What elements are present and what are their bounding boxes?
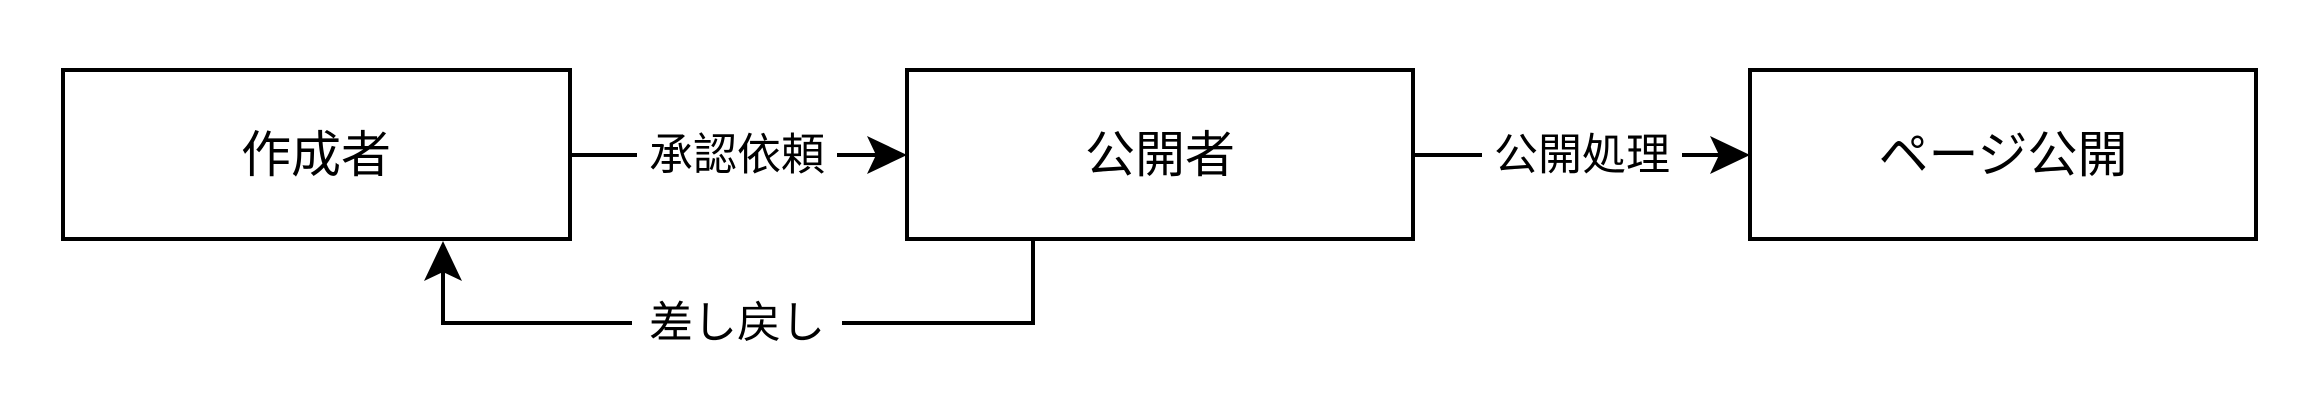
edge-send-back-label: 差し戻し [649,298,825,349]
edge-approval-request: 承認依頼 [570,128,907,184]
edge-approval-request-label-bg [637,128,837,184]
node-page-publish: ページ公開 [1748,68,2258,241]
edge-publish-process-label-bg [1482,128,1682,184]
node-author-label: 作成者 [241,126,391,184]
arrowhead-icon [1710,136,1750,174]
node-author: 作成者 [61,68,572,241]
edge-approval-request-label: 承認依頼 [649,130,825,181]
node-publisher-label: 公開者 [1085,126,1235,184]
node-publisher: 公開者 [905,68,1415,241]
arrowhead-icon [424,241,462,281]
node-author-box [61,68,572,241]
edge-publish-process-label: 公開処理 [1494,130,1670,181]
node-publisher-box [905,68,1415,241]
node-page-publish-box [1748,68,2258,241]
edge-publish-process: 公開処理 [1413,128,1750,184]
edge-send-back: 差し戻し [424,239,1035,352]
node-page-publish-label: ページ公開 [1879,126,2128,184]
edge-send-back-label-bg [632,296,842,352]
arrowhead-icon [867,136,907,174]
